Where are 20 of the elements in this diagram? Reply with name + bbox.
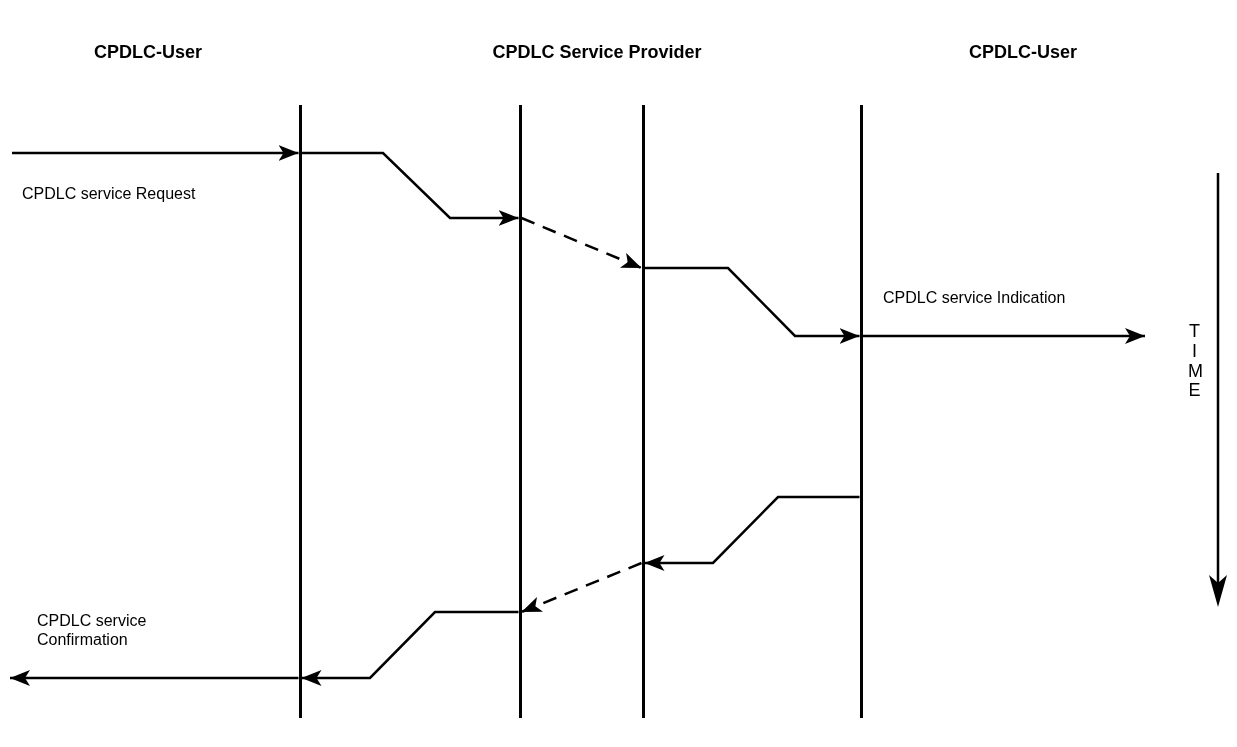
arrow — [301, 151, 519, 226]
arrow — [862, 328, 1145, 344]
arrow — [644, 495, 860, 571]
lifeline-bar — [859, 105, 863, 718]
arrow — [521, 216, 642, 270]
arrow — [10, 670, 299, 686]
edge-label: CPDLC service Confirmation — [37, 611, 148, 649]
lifeline-bar — [298, 105, 302, 718]
arrow — [644, 266, 860, 344]
edge-label: CPDLC service Indication — [883, 288, 1067, 307]
arrow — [301, 610, 519, 686]
arrow — [12, 145, 299, 161]
edge-label: CPDLC service Request — [22, 184, 197, 203]
column-heading: CPDLC Service Provider — [492, 42, 702, 63]
column-heading: CPDLC-User — [94, 42, 202, 63]
axis-label: TIME — [1188, 322, 1201, 402]
arrow — [521, 561, 642, 614]
column-heading: CPDLC-User — [969, 42, 1077, 63]
lifeline-bar — [641, 105, 645, 718]
lifeline-bar — [518, 105, 522, 718]
